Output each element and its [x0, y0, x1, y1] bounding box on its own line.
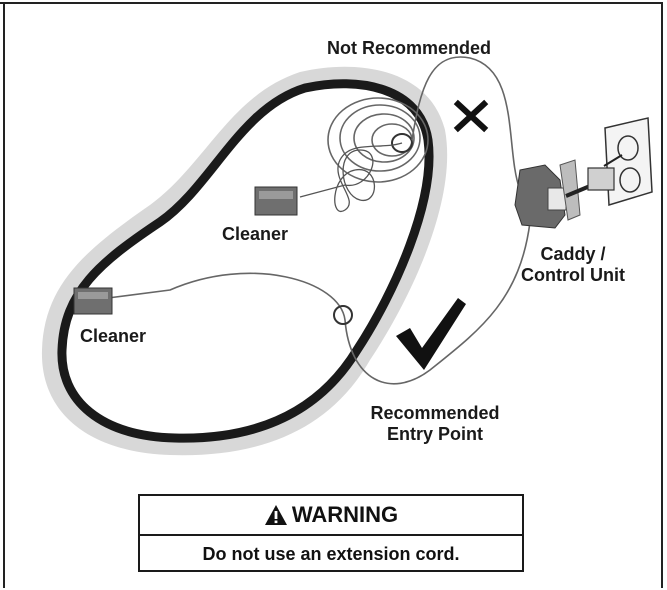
label-caddy-line1: Caddy / — [540, 244, 606, 264]
label-caddy: Caddy / Control Unit — [508, 244, 638, 286]
frame-border-right — [661, 2, 663, 588]
label-cleaner-top: Cleaner — [222, 224, 289, 244]
warning-title: WARNING — [291, 502, 399, 527]
entry-point-circle — [333, 305, 353, 325]
label-cleaner-left: Cleaner — [80, 326, 147, 346]
label-recommended-line2: Entry Point — [386, 424, 483, 444]
tangled-cable — [299, 142, 403, 213]
warning-triangle-icon — [264, 505, 287, 525]
label-recommended-entry: Recommended Entry Point — [345, 403, 525, 445]
cord-recommended — [107, 221, 531, 385]
cleaner-top-icon — [254, 186, 298, 216]
check-mark-icon — [396, 298, 466, 370]
x-mark-icon — [453, 99, 489, 133]
warning-header: WARNING — [140, 496, 522, 536]
pool-outline — [57, 79, 434, 443]
label-not-recommended: Not Recommended — [327, 38, 492, 58]
frame-border-top — [0, 2, 663, 4]
warning-box: WARNING Do not use an extension cord. — [138, 494, 524, 572]
caddy-control-unit-icon — [514, 159, 591, 229]
skimmer-rings — [327, 97, 429, 183]
label-recommended-line1: Recommended — [370, 403, 500, 423]
frame-border-left — [3, 2, 5, 588]
cord-not-recommended — [411, 56, 521, 191]
label-caddy-line2: Control Unit — [521, 265, 625, 285]
cleaner-left-icon — [73, 287, 113, 315]
warning-text: Do not use an extension cord. — [202, 543, 460, 564]
wall-outlet-icon — [587, 117, 653, 206]
